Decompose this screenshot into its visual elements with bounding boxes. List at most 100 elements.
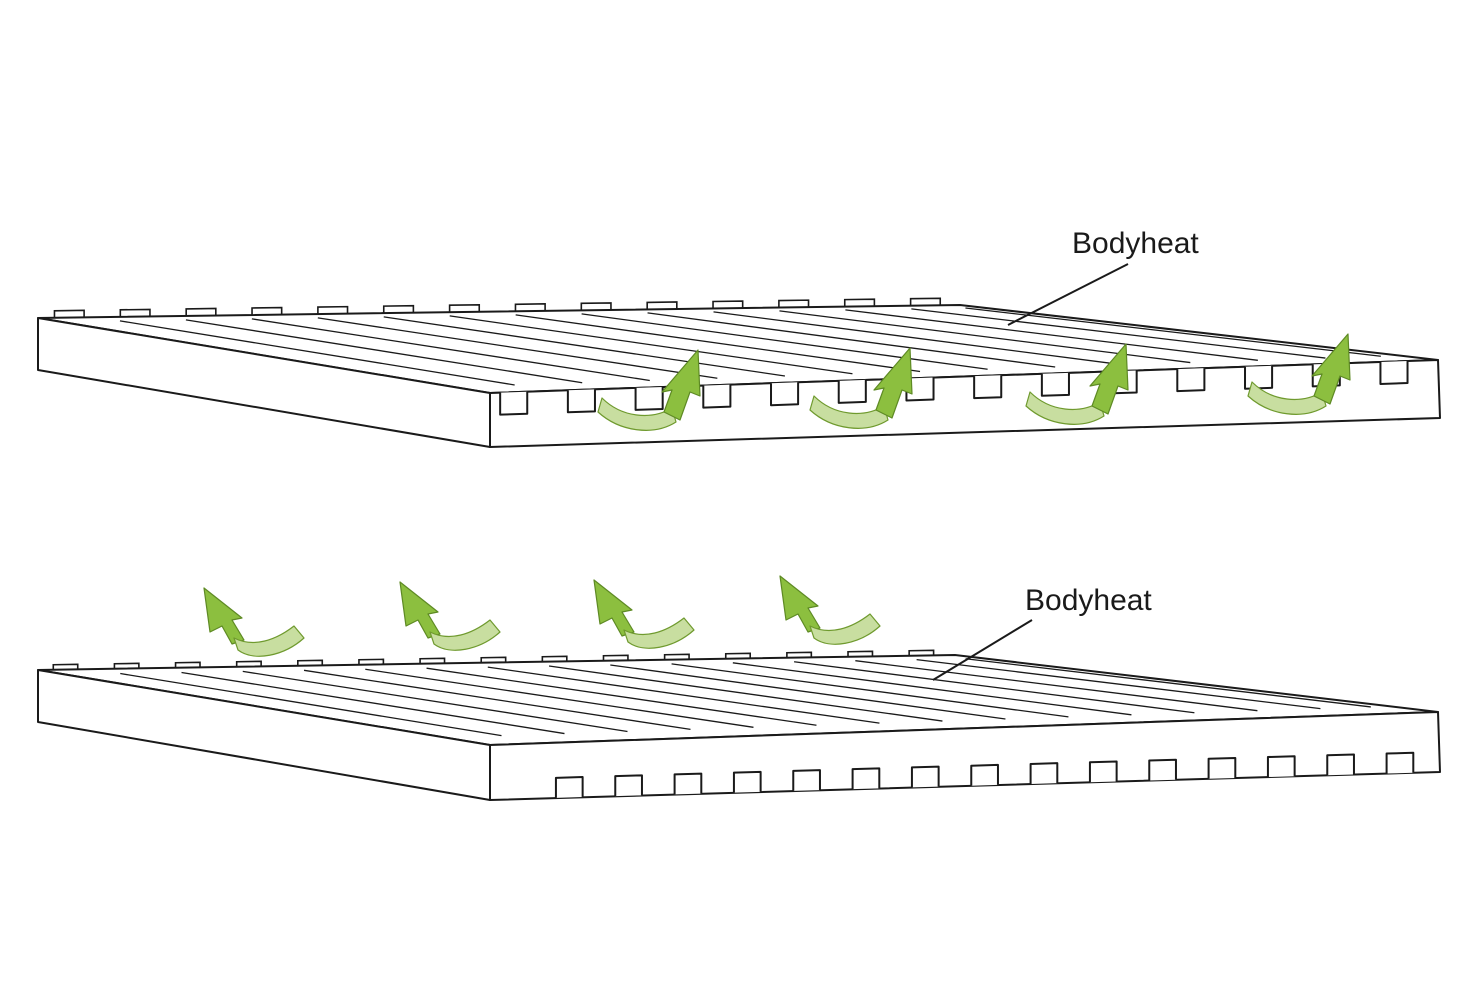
groove-line bbox=[647, 312, 1056, 368]
bottom-slab-ridges bbox=[52, 649, 935, 670]
front-notch bbox=[851, 767, 881, 790]
front-notch bbox=[499, 391, 529, 416]
bottom-bodyheat-label: Bodyheat bbox=[1025, 584, 1152, 617]
front-notch bbox=[837, 379, 867, 404]
groove-line bbox=[732, 662, 1132, 716]
slab-ridge bbox=[786, 651, 813, 658]
groove-line bbox=[515, 314, 921, 373]
groove-line bbox=[911, 308, 1326, 359]
heat-arrow-head bbox=[593, 579, 635, 637]
heat-arrow-tail bbox=[623, 617, 695, 649]
groove-line bbox=[185, 319, 583, 384]
slab-ridge bbox=[119, 308, 151, 317]
heat-arrow-head bbox=[1311, 333, 1351, 405]
heat-arrow-tail bbox=[597, 397, 677, 431]
groove-line bbox=[855, 660, 1258, 712]
slab-ridge bbox=[235, 660, 262, 667]
heat-arrow-tail bbox=[809, 395, 889, 429]
slab-ridge bbox=[174, 661, 201, 668]
slab-ridge bbox=[251, 306, 283, 315]
groove-line bbox=[242, 670, 628, 733]
slab-ridge bbox=[663, 653, 690, 660]
slab-ridge bbox=[480, 656, 507, 663]
heat-arrow-head bbox=[661, 349, 701, 421]
top-slab-ridges bbox=[53, 297, 942, 318]
front-notch bbox=[614, 774, 643, 797]
slab-ridge bbox=[358, 658, 385, 665]
slab-ridge bbox=[580, 302, 612, 311]
front-notch bbox=[1029, 762, 1059, 784]
slab-ridge bbox=[113, 662, 140, 669]
slab-ridge bbox=[419, 657, 446, 664]
groove-line bbox=[251, 318, 650, 382]
front-notch bbox=[634, 386, 664, 411]
top-slab-grooves bbox=[119, 307, 1381, 386]
front-notch bbox=[770, 382, 800, 407]
slab-ridge bbox=[541, 655, 568, 662]
groove-line bbox=[487, 666, 880, 724]
slab-ridge bbox=[778, 299, 810, 308]
slab-ridge bbox=[297, 659, 324, 666]
groove-line bbox=[610, 664, 1006, 720]
slab-ridge bbox=[317, 305, 349, 315]
slab-ridge bbox=[847, 650, 874, 657]
slab-ridge bbox=[448, 303, 481, 313]
bottom-label-leader-line bbox=[932, 619, 1033, 681]
slab-ridge bbox=[52, 663, 79, 670]
groove-line bbox=[548, 665, 943, 722]
groove-line bbox=[713, 311, 1123, 366]
front-notch bbox=[1379, 361, 1409, 386]
bottom-heat-arrows bbox=[203, 575, 881, 657]
front-notch bbox=[1207, 756, 1237, 779]
front-notch bbox=[970, 763, 999, 786]
groove-line bbox=[120, 672, 502, 737]
top-bodyheat-label: Bodyheat bbox=[1072, 227, 1199, 260]
heat-arrow-head bbox=[873, 347, 913, 419]
slab-ridge bbox=[646, 301, 678, 310]
groove-line bbox=[581, 313, 988, 370]
groove-line bbox=[365, 668, 754, 728]
groove-line bbox=[965, 658, 1371, 708]
bottom-slab-front-face bbox=[489, 711, 1441, 801]
top-slab bbox=[37, 297, 1441, 448]
heat-arrow-head bbox=[203, 587, 245, 645]
slab-ridge bbox=[909, 297, 942, 306]
slab-ridge bbox=[382, 304, 415, 314]
heat-arrow-tail bbox=[809, 613, 881, 645]
front-notch bbox=[1244, 365, 1274, 390]
front-notch bbox=[1326, 753, 1355, 776]
heat-arrow-head bbox=[779, 575, 821, 633]
heat-arrow-head bbox=[1089, 343, 1129, 415]
groove-line bbox=[303, 669, 691, 731]
slab-ridge bbox=[602, 654, 629, 661]
front-notch bbox=[702, 384, 732, 409]
groove-line bbox=[317, 317, 718, 379]
bottom-slab-front-notches bbox=[554, 751, 1415, 798]
groove-line bbox=[671, 663, 1069, 718]
heat-arrow-tail bbox=[1025, 391, 1105, 425]
front-notch bbox=[1385, 751, 1415, 774]
front-notch bbox=[1088, 760, 1118, 783]
groove-line bbox=[449, 315, 853, 375]
heat-arrow-tail bbox=[429, 619, 501, 651]
top-heat-arrows bbox=[597, 333, 1351, 431]
slab-ridge bbox=[724, 652, 752, 659]
heat-arrow-tail bbox=[233, 625, 305, 657]
slab-ridge bbox=[712, 300, 744, 309]
front-notch bbox=[910, 765, 940, 788]
front-notch bbox=[566, 389, 596, 414]
front-notch bbox=[973, 375, 1003, 400]
front-notch bbox=[1148, 758, 1177, 781]
slab-ridge bbox=[908, 649, 935, 656]
slab-ridge bbox=[514, 303, 546, 312]
groove-line bbox=[383, 316, 786, 377]
slab-ridge bbox=[185, 307, 217, 316]
groove-line bbox=[426, 667, 817, 726]
top-label-leader-line bbox=[1007, 263, 1129, 326]
slab-ridge bbox=[53, 309, 85, 318]
front-notch bbox=[673, 772, 703, 795]
front-notch bbox=[1040, 372, 1070, 397]
slab-ridge bbox=[843, 298, 876, 307]
bottom-slab-grooves bbox=[120, 658, 1371, 737]
